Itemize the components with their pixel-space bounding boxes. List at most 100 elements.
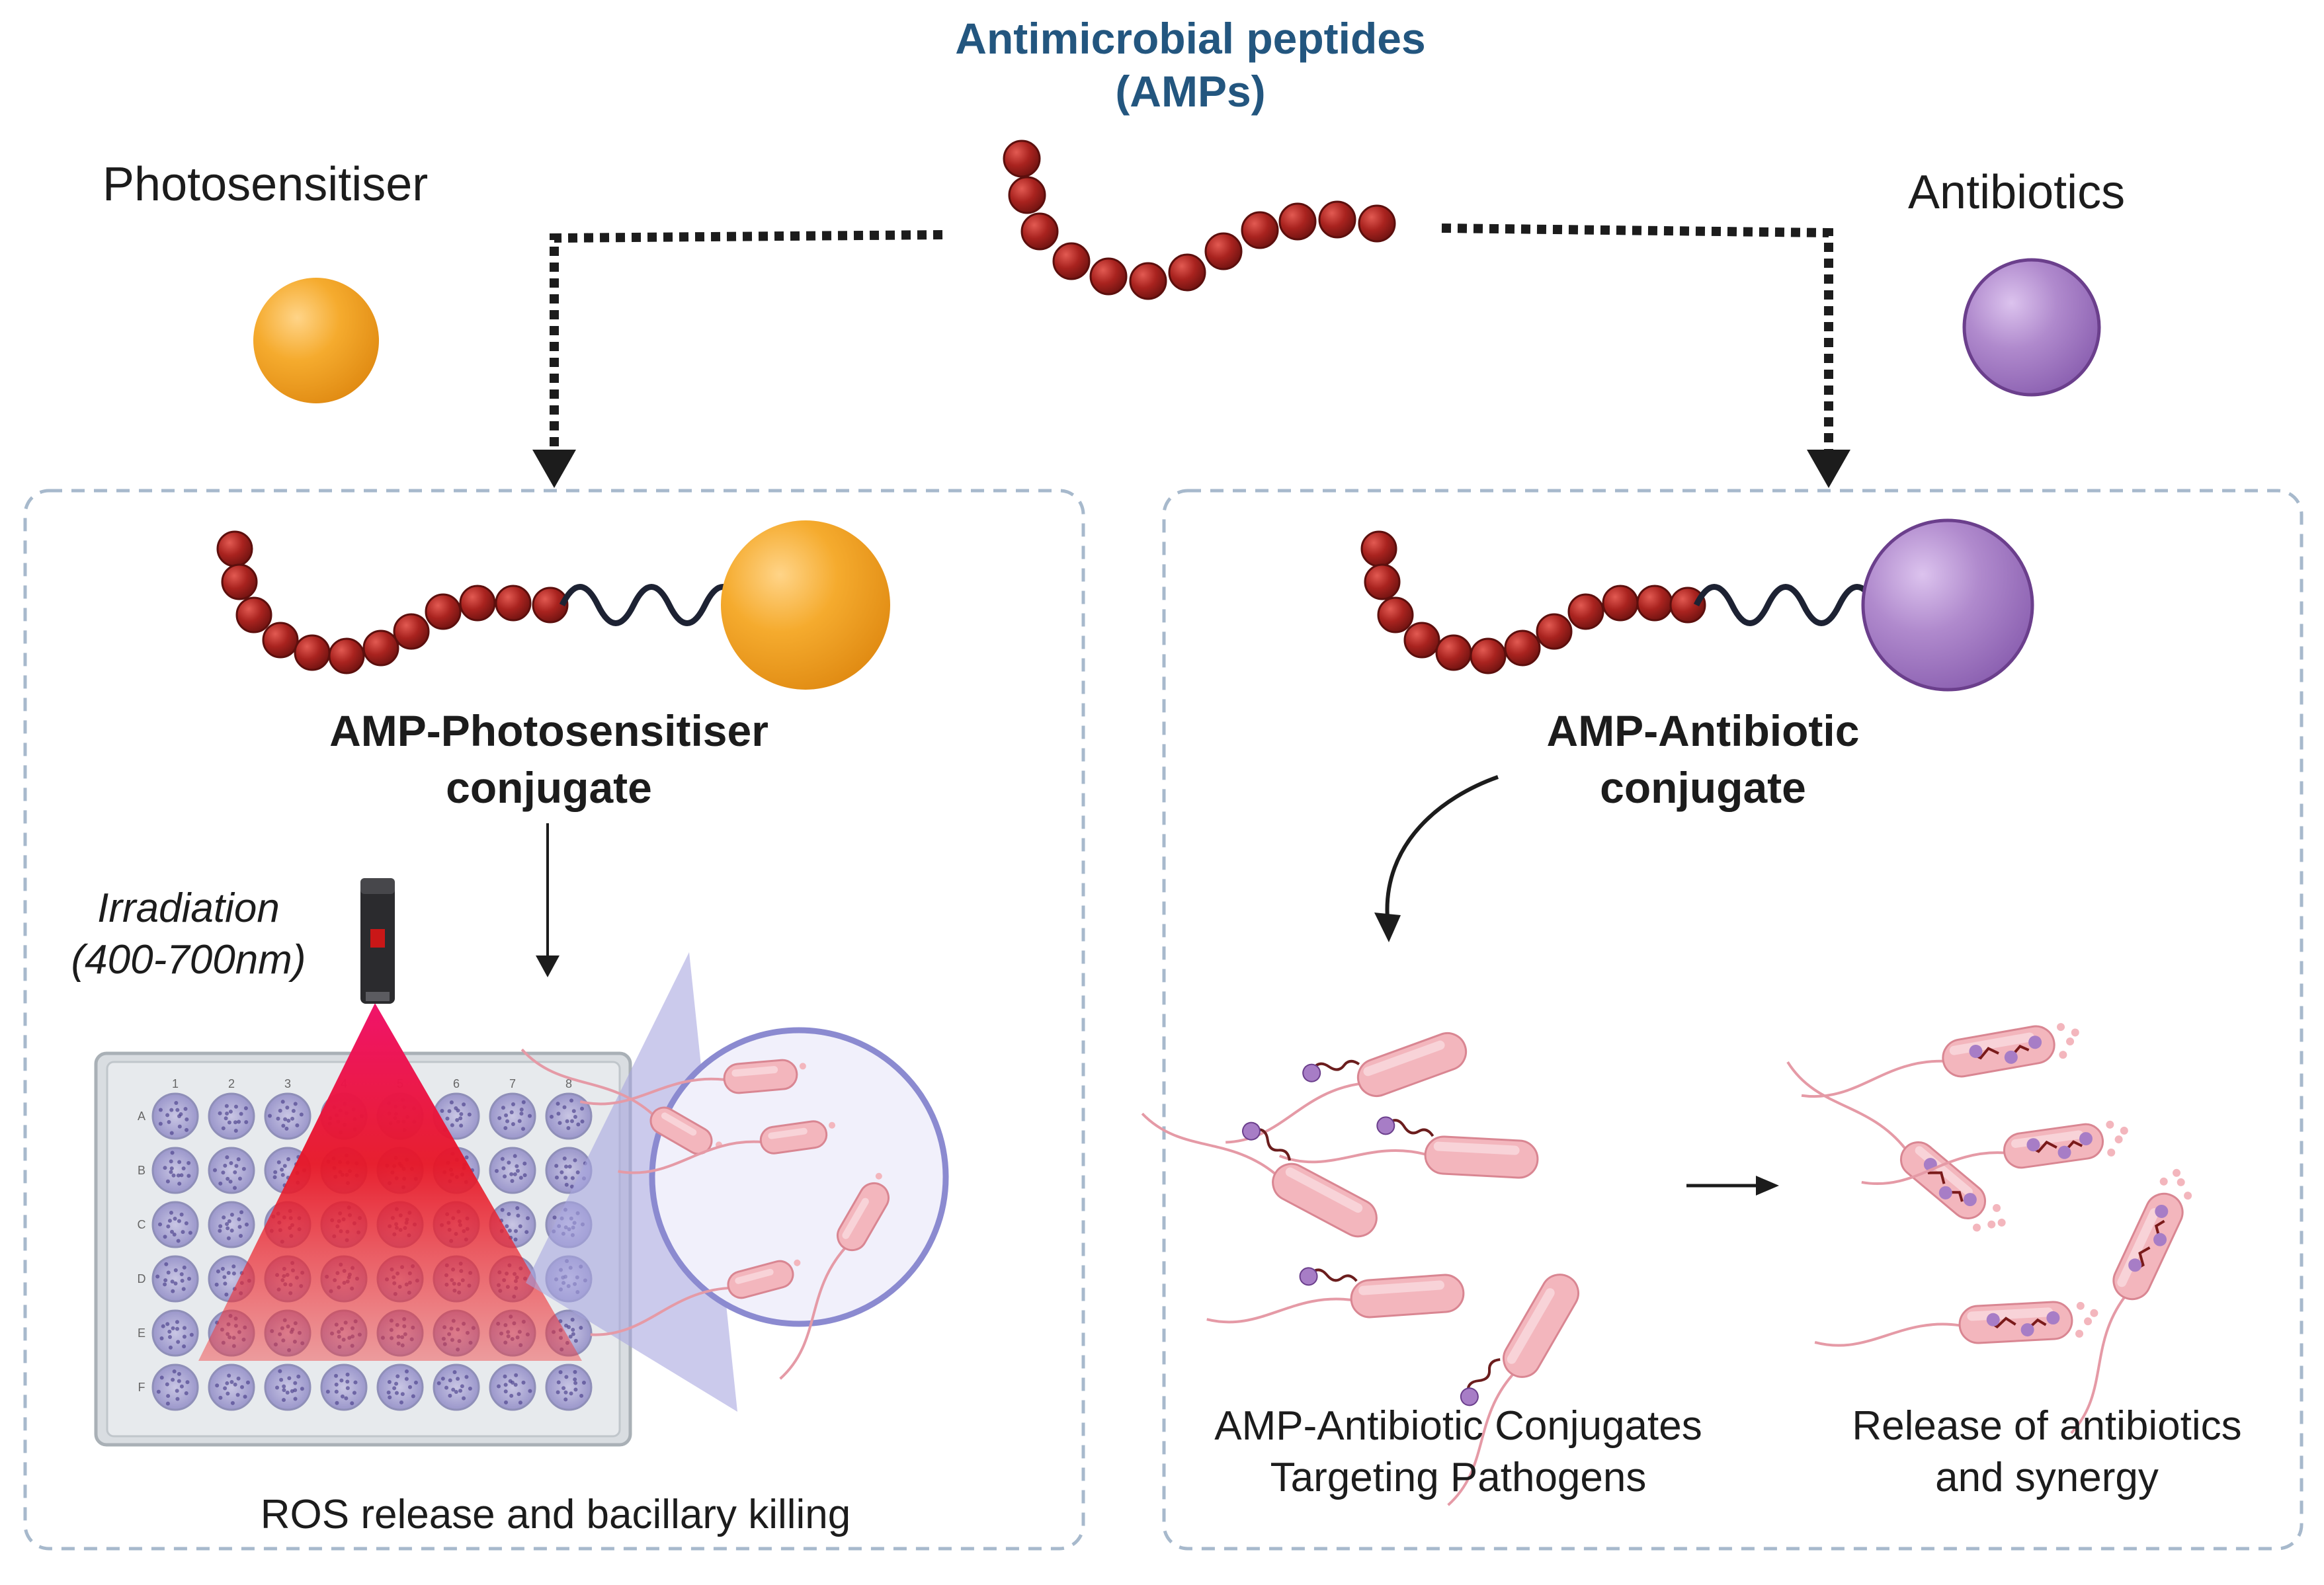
well-speck [286, 1157, 291, 1162]
flagellum [520, 1048, 654, 1116]
bacterium-highlight [1363, 1040, 1445, 1077]
well-speck [179, 1112, 183, 1116]
well-speck [334, 1382, 339, 1387]
well-speck [335, 1401, 339, 1405]
well-speck [175, 1326, 180, 1331]
cell-debris [2066, 1037, 2075, 1046]
cell-debris [794, 1259, 801, 1266]
cell-debris [2084, 1317, 2093, 1326]
well-speck [170, 1280, 175, 1284]
released-antibiotic [1986, 1313, 2000, 1326]
well-speck [519, 1108, 524, 1112]
cell-debris [2173, 1168, 2181, 1177]
well-speck [221, 1126, 226, 1131]
well-speck [177, 1379, 181, 1383]
well-speck [222, 1215, 226, 1220]
well-speck [233, 1120, 237, 1125]
title-line-1: Antimicrobial peptides [955, 14, 1426, 63]
well-speck [521, 1100, 526, 1104]
attached-amp [1466, 1358, 1501, 1392]
attached-amp [1389, 1119, 1434, 1137]
well-speck [226, 1236, 231, 1240]
released-antibiotic [1938, 1186, 1952, 1199]
well-speck [225, 1381, 229, 1385]
bacterium [2070, 1168, 2192, 1434]
flagellum [1786, 1061, 1907, 1150]
well-speck [513, 1172, 517, 1176]
attached-antibiotic [1460, 1387, 1479, 1406]
well-speck [235, 1393, 240, 1397]
released-antibiotic [2128, 1258, 2142, 1272]
well-speck [179, 1272, 184, 1277]
bacterium-body [1350, 1274, 1465, 1319]
well-speck [450, 1123, 454, 1127]
targeting-caption-line-1: AMP-Antibiotic Conjugates [1214, 1403, 1702, 1449]
well-speck [515, 1168, 520, 1173]
peptide-bead [294, 634, 331, 671]
well-speck [451, 1387, 456, 1392]
well-speck [285, 1390, 290, 1395]
well-speck [564, 1164, 569, 1169]
well-speck [468, 1386, 472, 1391]
plate-row-label: C [138, 1218, 146, 1231]
well-speck [276, 1160, 281, 1164]
well-speck [567, 1164, 572, 1169]
peptide-bead [1602, 585, 1639, 622]
bacterium-highlight [842, 1198, 869, 1239]
well-speck [573, 1381, 578, 1385]
well-speck [158, 1222, 163, 1227]
well-speck [550, 1114, 554, 1119]
bacterium [1801, 1023, 2079, 1098]
cell-debris [2106, 1120, 2114, 1129]
well-speck [500, 1157, 505, 1161]
plate-row-label: E [138, 1326, 145, 1340]
well-speck [280, 1167, 284, 1172]
well-speck [233, 1382, 237, 1387]
well-speck [268, 1114, 272, 1118]
antibiotics-label: Antibiotics [1908, 166, 2126, 219]
well-speck [273, 1170, 278, 1174]
plate-column-label: 3 [284, 1077, 291, 1090]
well-speck [177, 1371, 181, 1376]
well-speck [218, 1224, 223, 1229]
well-speck [168, 1345, 173, 1350]
peptide-bead [1278, 202, 1317, 241]
well-speck [527, 1114, 532, 1118]
bacterium [579, 1059, 806, 1106]
well-speck [282, 1384, 286, 1389]
well-speck [176, 1239, 181, 1243]
well-speck [563, 1175, 568, 1180]
amp-peptide-chain [1003, 140, 1396, 300]
well-speck [554, 1175, 559, 1180]
peptide-bead [1470, 637, 1507, 674]
well-speck [228, 1179, 233, 1184]
cell-debris [2071, 1028, 2079, 1037]
cell-debris [1997, 1218, 2006, 1227]
well-speck [503, 1126, 508, 1131]
well-speck [171, 1289, 175, 1293]
irradiation-line-2: (400-700nm) [71, 937, 306, 983]
well-speck [556, 1102, 560, 1106]
well-speck [227, 1120, 231, 1125]
well-speck [404, 1377, 409, 1381]
well-speck [229, 1380, 234, 1385]
well-speck [570, 1176, 575, 1180]
well-speck [223, 1281, 228, 1286]
well-speck [165, 1382, 169, 1387]
cell-debris [2076, 1301, 2085, 1310]
well-speck [507, 1229, 512, 1233]
well-speck [448, 1393, 452, 1398]
dotted-arrow-left [532, 230, 943, 488]
well-speck [497, 1116, 502, 1120]
amp-photosensitiser-conjugate-graphic [216, 520, 890, 690]
bacterium [1861, 1120, 2128, 1185]
well-speck [173, 1268, 178, 1273]
well-speck [172, 1232, 177, 1237]
well-speck [237, 1217, 241, 1221]
well-speck [237, 1225, 242, 1229]
well-speck [504, 1113, 509, 1118]
well-speck [224, 1116, 228, 1121]
bacterium-highlight [2117, 1208, 2159, 1287]
flagellum [618, 1140, 761, 1174]
well-speck [175, 1108, 180, 1112]
